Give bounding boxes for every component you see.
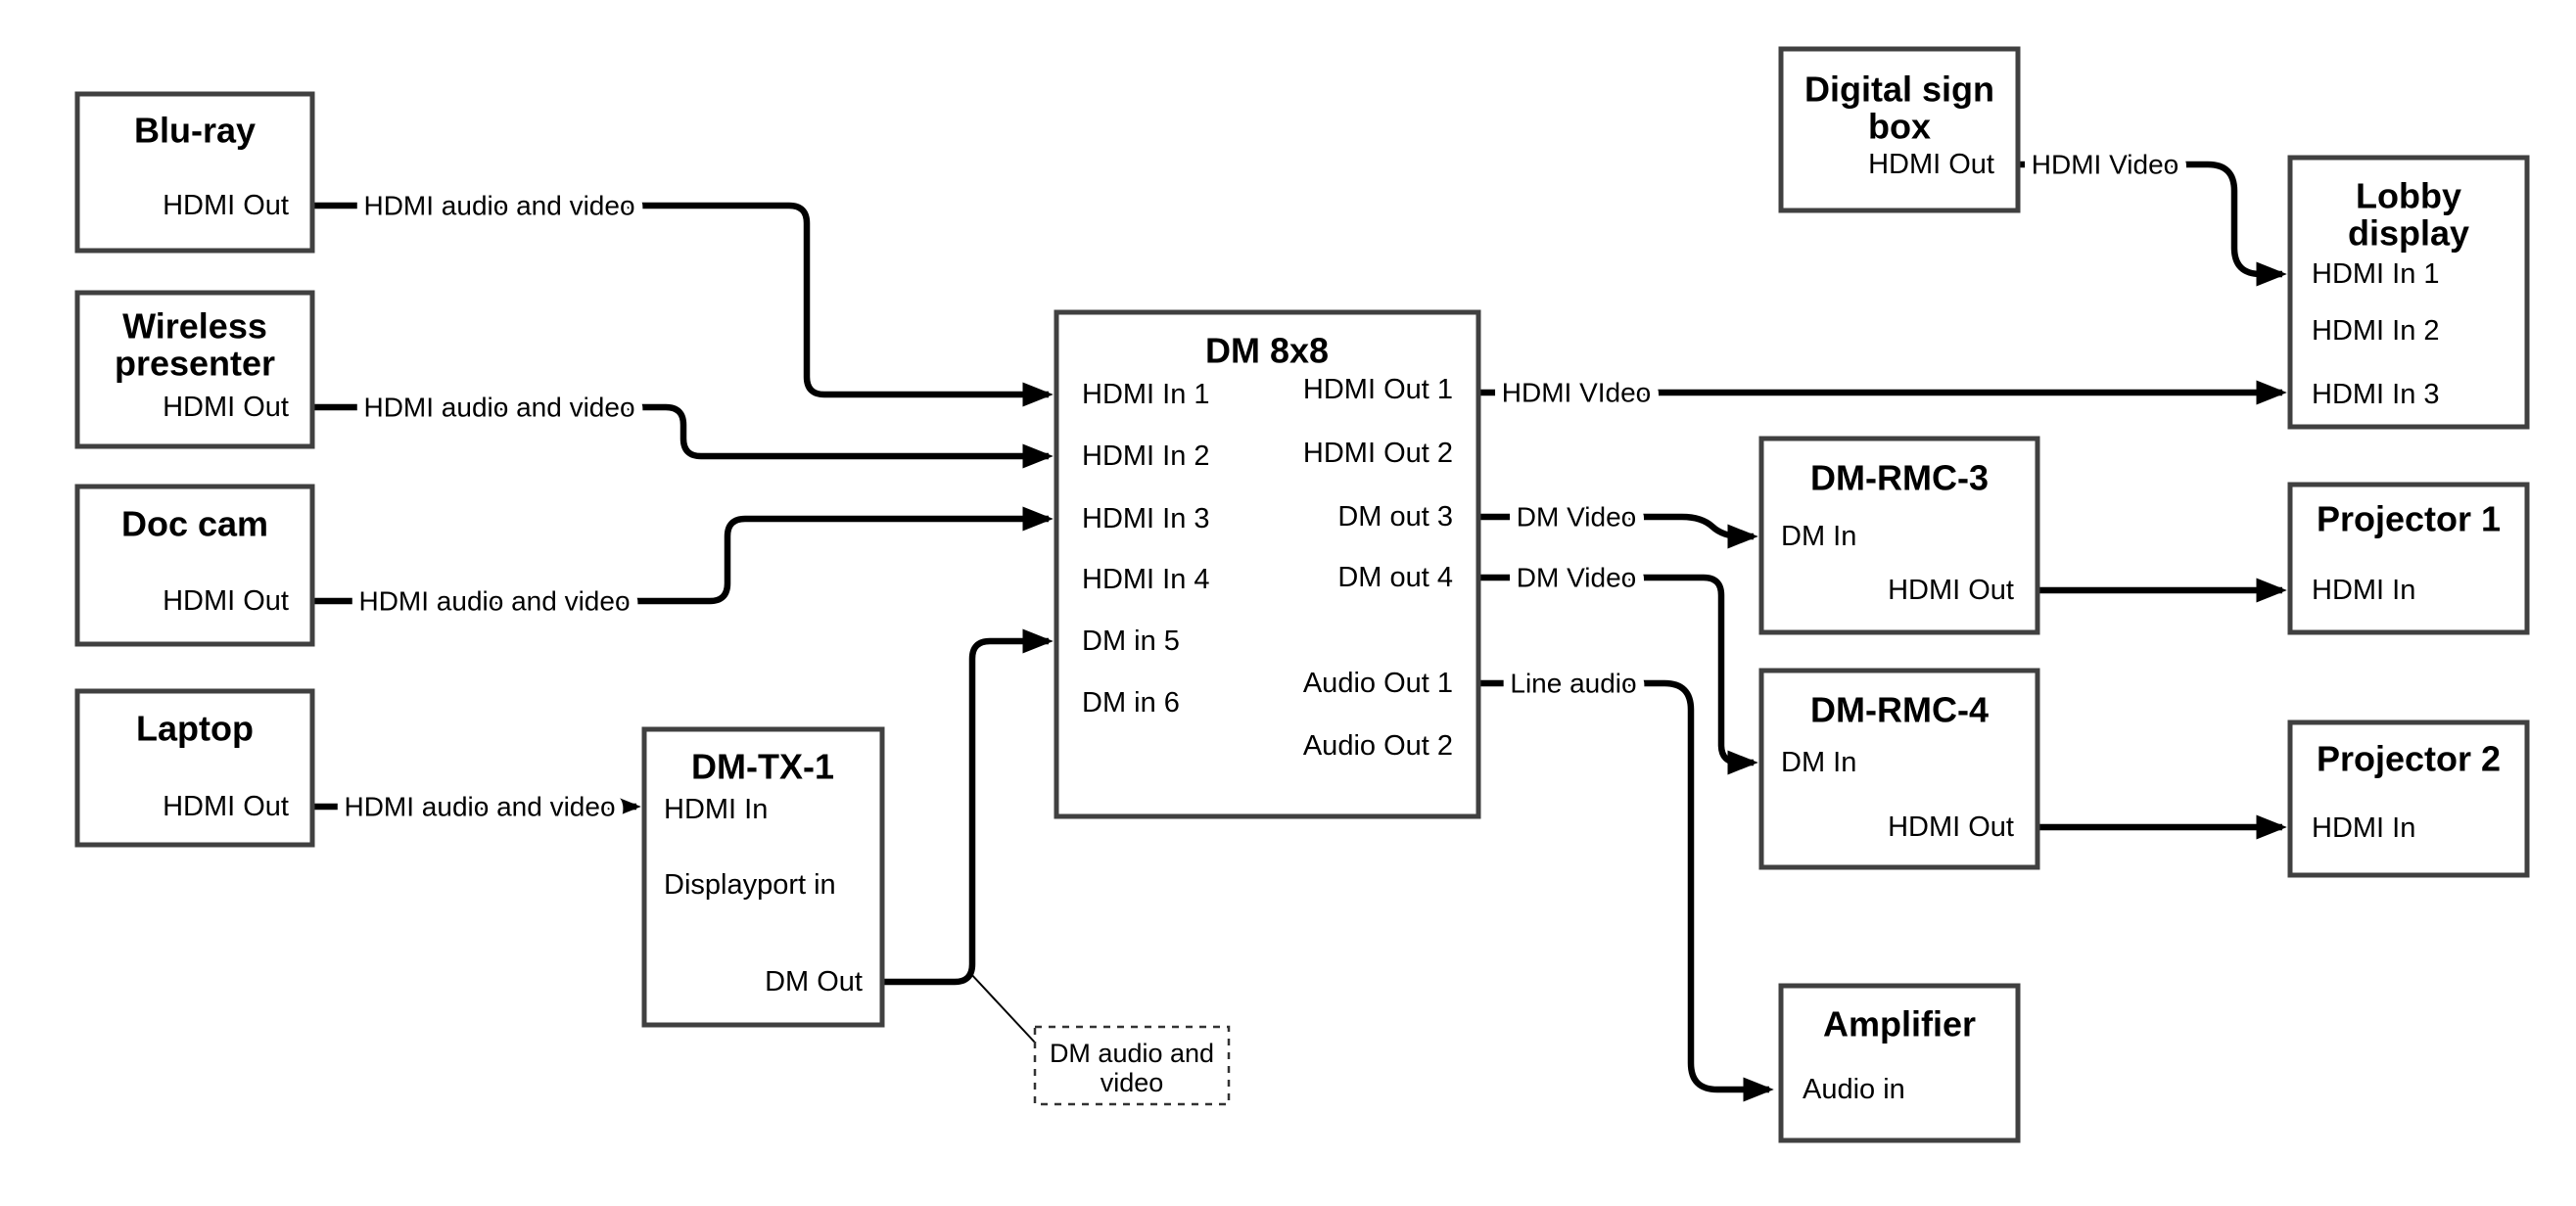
dm-8x8-port-dm-in-5: DM in 5 (1082, 626, 1180, 657)
node-laptop: Laptop HDMI Out (74, 688, 315, 848)
node-doc-cam: Doc cam HDMI Out (74, 484, 315, 647)
doc-cam-box (74, 484, 315, 647)
dm-tx-1-box (641, 726, 885, 1028)
edge-label-bluray: HDMI audio and video (363, 191, 634, 221)
laptop-title: Laptop (136, 709, 254, 749)
dm-rmc-3-box (1758, 436, 2040, 635)
amplifier-box (1778, 983, 2021, 1143)
node-amplifier: Amplifier Audio in (1778, 983, 2021, 1143)
amplifier-title: Amplifier (1823, 1004, 1976, 1044)
wireless-presenter-title-line2: presenter (115, 344, 275, 384)
dm-8x8-port-hdmi-in-1: HDMI In 1 (1082, 379, 1210, 410)
node-blu-ray: Blu-ray HDMI Out (74, 91, 315, 254)
dm-rmc-3-port-hdmi-out: HDMI Out (1888, 575, 2014, 606)
annotation-text-line1: DM audio and (1050, 1039, 1214, 1068)
projector-1-title: Projector 1 (2317, 499, 2501, 539)
dm-rmc-4-box (1758, 668, 2040, 870)
node-dm-rmc-3: DM-RMC-3 DM In HDMI Out (1758, 436, 2040, 635)
node-dm-rmc-4: DM-RMC-4 DM In HDMI Out (1758, 668, 2040, 870)
dm-rmc-3-title: DM-RMC-3 (1810, 458, 1989, 498)
dm-tx-1-port-hdmi-in: HDMI In (664, 794, 768, 825)
dm-rmc-3-port-dm-in: DM In (1781, 521, 1856, 552)
doc-cam-title: Doc cam (121, 504, 268, 544)
laptop-port-hdmi-out: HDMI Out (163, 791, 289, 822)
dm-8x8-port-hdmi-in-2: HDMI In 2 (1082, 441, 1210, 472)
projector-2-port-hdmi-in: HDMI In (2312, 812, 2415, 844)
dm-tx-1-port-displayport-in: Displayport in (664, 869, 836, 901)
dm-8x8-port-audio-out-2: Audio Out 2 (1303, 730, 1453, 762)
lobby-display-port-hdmi-in-2: HDMI In 2 (2312, 315, 2440, 347)
digital-sign-box-title-line2: box (1868, 107, 1931, 147)
digital-sign-box-port-hdmi-out: HDMI Out (1868, 149, 1994, 180)
amplifier-port-audio-in: Audio in (1803, 1074, 1905, 1105)
dm-rmc-4-port-hdmi-out: HDMI Out (1888, 812, 2014, 843)
projector-2-title: Projector 2 (2317, 739, 2501, 779)
edge-wireless-to-dm8x8-in2 (312, 403, 1054, 469)
edge-dmtx1-to-dm8x8-dm-in5 (882, 628, 1054, 986)
edge-label-wireless: HDMI audio and video (363, 393, 634, 423)
projector-1-box (2287, 482, 2530, 635)
edge-label-dm-video-out3: DM Video (1517, 502, 1636, 533)
dm-8x8-port-audio-out-1: Audio Out 1 (1303, 668, 1453, 699)
blu-ray-box (74, 91, 315, 254)
digital-sign-box-box (1778, 46, 2021, 213)
doc-cam-port-hdmi-out: HDMI Out (163, 585, 289, 617)
lobby-display-port-hdmi-in-3: HDMI In 3 (2312, 379, 2440, 410)
digital-sign-box-title-line1: Digital sign (1804, 70, 1994, 110)
edge-dm8x8-out4-to-dmrmc4-dm-in (1478, 574, 1758, 775)
lobby-display-box (2287, 155, 2530, 430)
node-dm-tx-1: DM-TX-1 HDMI In Displayport in DM Out (641, 726, 885, 1028)
annotation-leader-line (968, 971, 1037, 1044)
edge-digitalsign-to-lobby-in1 (2018, 161, 2287, 287)
node-dm-8x8: DM 8x8 HDMI In 1 HDMI In 2 HDMI In 3 HDM… (1054, 309, 1481, 819)
lobby-display-title-line2: display (2348, 213, 2469, 254)
node-projector-2: Projector 2 HDMI In (2287, 719, 2530, 878)
dm-rmc-4-port-dm-in: DM In (1781, 747, 1856, 778)
dm-8x8-port-hdmi-in-4: HDMI In 4 (1082, 564, 1210, 595)
node-projector-1: Projector 1 HDMI In (2287, 482, 2530, 635)
edge-label-laptop: HDMI audio and video (344, 792, 615, 822)
wireless-presenter-title-line1: Wireless (122, 306, 267, 347)
edge-bluray-to-dm8x8-in1 (312, 202, 1054, 407)
edge-doccam-to-dm8x8-in3 (312, 506, 1054, 605)
edges (312, 161, 2287, 1102)
wireless-presenter-port-hdmi-out: HDMI Out (163, 392, 289, 423)
projector-2-box (2287, 719, 2530, 878)
annotation-box (1033, 1025, 1231, 1106)
dm-8x8-port-hdmi-in-3: HDMI In 3 (1082, 503, 1210, 534)
dm-tx-1-title: DM-TX-1 (691, 747, 834, 787)
edge-label-doccam: HDMI audio and video (358, 586, 630, 617)
edge-label-line-audio: Line audio (1510, 669, 1636, 699)
lobby-display-title-line1: Lobby (2356, 176, 2461, 216)
blu-ray-port-hdmi-out: HDMI Out (163, 190, 289, 221)
edge-label-dm-video-out4: DM Video (1517, 563, 1636, 593)
lobby-display-port-hdmi-in-1: HDMI In 1 (2312, 258, 2440, 290)
dm-8x8-port-dm-out-3: DM out 3 (1337, 501, 1453, 533)
edge-label-hdmi-video-sign: HDMI Video (2032, 150, 2178, 180)
wireless-presenter-box (74, 290, 315, 449)
laptop-box (74, 688, 315, 848)
dm-8x8-port-dm-out-4: DM out 4 (1337, 562, 1453, 593)
node-wireless-presenter: Wireless presenter HDMI Out (74, 290, 315, 449)
dm-8x8-port-dm-in-6: DM in 6 (1082, 687, 1180, 719)
projector-1-port-hdmi-in: HDMI In (2312, 575, 2415, 606)
edge-dm8x8-out3-to-dmrmc3-dm-in (1478, 513, 1758, 549)
edge-dm8x8-audio1-to-amplifier (1478, 679, 1774, 1102)
dm-8x8-box (1054, 309, 1481, 819)
dm-8x8-title: DM 8x8 (1205, 331, 1329, 371)
annotation-dm-audio-and-video: DM audio and video (1033, 1025, 1231, 1106)
annotation-text-line2: video (1101, 1068, 1164, 1097)
dm-8x8-port-hdmi-out-2: HDMI Out 2 (1303, 438, 1453, 469)
edge-label-hdmi-video-out1: HDMI VIdeo (1502, 378, 1652, 408)
node-lobby-display: Lobby display HDMI In 1 HDMI In 2 HDMI I… (2287, 155, 2530, 430)
dm-tx-1-port-dm-out: DM Out (765, 966, 863, 997)
blu-ray-title: Blu-ray (134, 111, 256, 151)
dm-rmc-4-title: DM-RMC-4 (1810, 690, 1989, 730)
dm-8x8-port-hdmi-out-1: HDMI Out 1 (1303, 374, 1453, 405)
node-digital-sign-box: Digital sign box HDMI Out (1778, 46, 2021, 213)
